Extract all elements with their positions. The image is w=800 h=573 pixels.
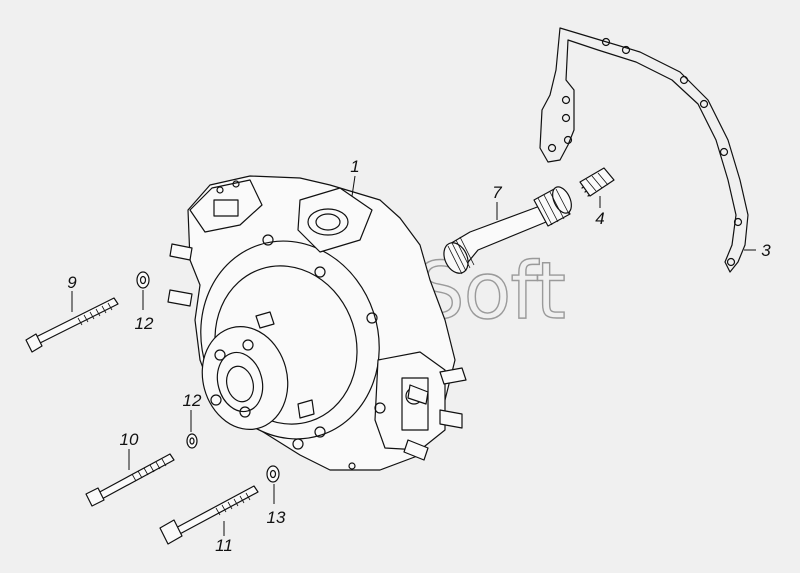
washer-part-13 bbox=[266, 465, 280, 483]
callout-7: 7 bbox=[492, 183, 502, 202]
callout-9: 9 bbox=[67, 273, 77, 292]
washer-part-12-upper bbox=[136, 271, 150, 289]
callout-13: 13 bbox=[267, 508, 286, 527]
bolt-part-11 bbox=[159, 485, 259, 545]
washer-part-12-lower bbox=[186, 433, 198, 449]
spring-part-4 bbox=[579, 167, 615, 197]
housing-part-1 bbox=[167, 175, 467, 471]
callout-12-upper: 12 bbox=[135, 314, 154, 333]
callout-10: 10 bbox=[120, 430, 139, 449]
gasket-part-3 bbox=[539, 27, 749, 273]
bolt-part-10 bbox=[85, 453, 175, 507]
shaft-part-7 bbox=[443, 186, 572, 275]
leader-1 bbox=[351, 175, 356, 197]
callout-12-lower: 12 bbox=[183, 391, 202, 410]
bolt-part-9 bbox=[25, 297, 119, 353]
callout-3: 3 bbox=[761, 241, 771, 260]
callout-4: 4 bbox=[595, 209, 604, 228]
callout-1: 1 bbox=[350, 157, 359, 176]
callout-11: 11 bbox=[215, 536, 233, 555]
